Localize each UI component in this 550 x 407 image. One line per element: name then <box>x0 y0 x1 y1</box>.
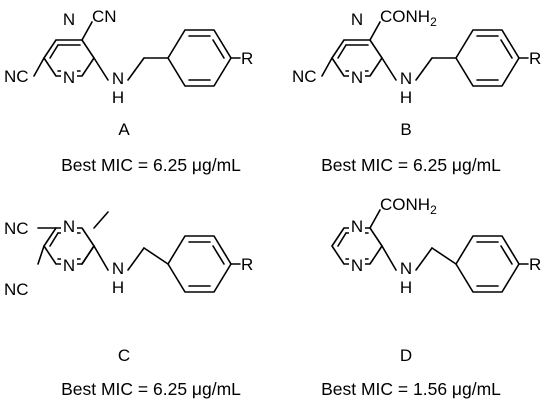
atom-n: N <box>112 69 124 88</box>
atom-n: N <box>400 259 412 278</box>
atom-n: N <box>112 259 124 278</box>
atom-nc: NC <box>4 280 29 299</box>
atom-cn: CN <box>92 7 117 26</box>
structure-d: N CONH2 N N H R <box>331 195 541 297</box>
amide-subscript: 2 <box>430 15 437 29</box>
atom-r: R <box>529 255 541 274</box>
atom-n: N <box>351 68 363 87</box>
atom-conh2: CONH2 <box>380 195 437 217</box>
amide-text: CONH <box>380 7 430 26</box>
atom-r: R <box>241 49 253 68</box>
mic-b: Best MIC = 6.25 μg/mL <box>321 155 501 175</box>
atom-n: N <box>63 217 75 236</box>
atom-n: N <box>400 69 412 88</box>
atom-nc: NC <box>4 219 29 238</box>
structure-c: N NC NC N N H R <box>4 211 253 299</box>
compound-label-d: D <box>400 346 412 365</box>
mic-a: Best MIC = 6.25 μg/mL <box>61 155 241 175</box>
atom-conh2: CONH2 <box>380 7 437 29</box>
atom-h: H <box>400 278 412 297</box>
amide-subscript: 2 <box>430 203 437 217</box>
atom-n: N <box>63 10 75 29</box>
mic-d: Best MIC = 1.56 μg/mL <box>321 379 501 399</box>
atom-n: N <box>351 217 363 236</box>
atom-n: N <box>351 256 363 275</box>
atom-n: N <box>63 68 75 87</box>
atom-r: R <box>241 255 253 274</box>
atom-n: N <box>351 10 363 29</box>
atom-r: R <box>529 49 541 68</box>
mic-c: Best MIC = 6.25 μg/mL <box>61 379 241 399</box>
amide-text: CONH <box>380 195 430 214</box>
atom-nc: NC <box>4 67 29 86</box>
atom-nc: NC <box>292 67 317 86</box>
structure-a: N CN NC N N H R <box>4 7 253 107</box>
compound-label-c: C <box>118 346 130 365</box>
compound-label-a: A <box>118 120 130 139</box>
atom-h: H <box>112 278 124 297</box>
atom-n: N <box>63 256 75 275</box>
atom-h: H <box>400 88 412 107</box>
compound-label-b: B <box>400 120 411 139</box>
structure-b: N CONH2 NC N N H R <box>292 7 541 107</box>
atom-h: H <box>112 88 124 107</box>
